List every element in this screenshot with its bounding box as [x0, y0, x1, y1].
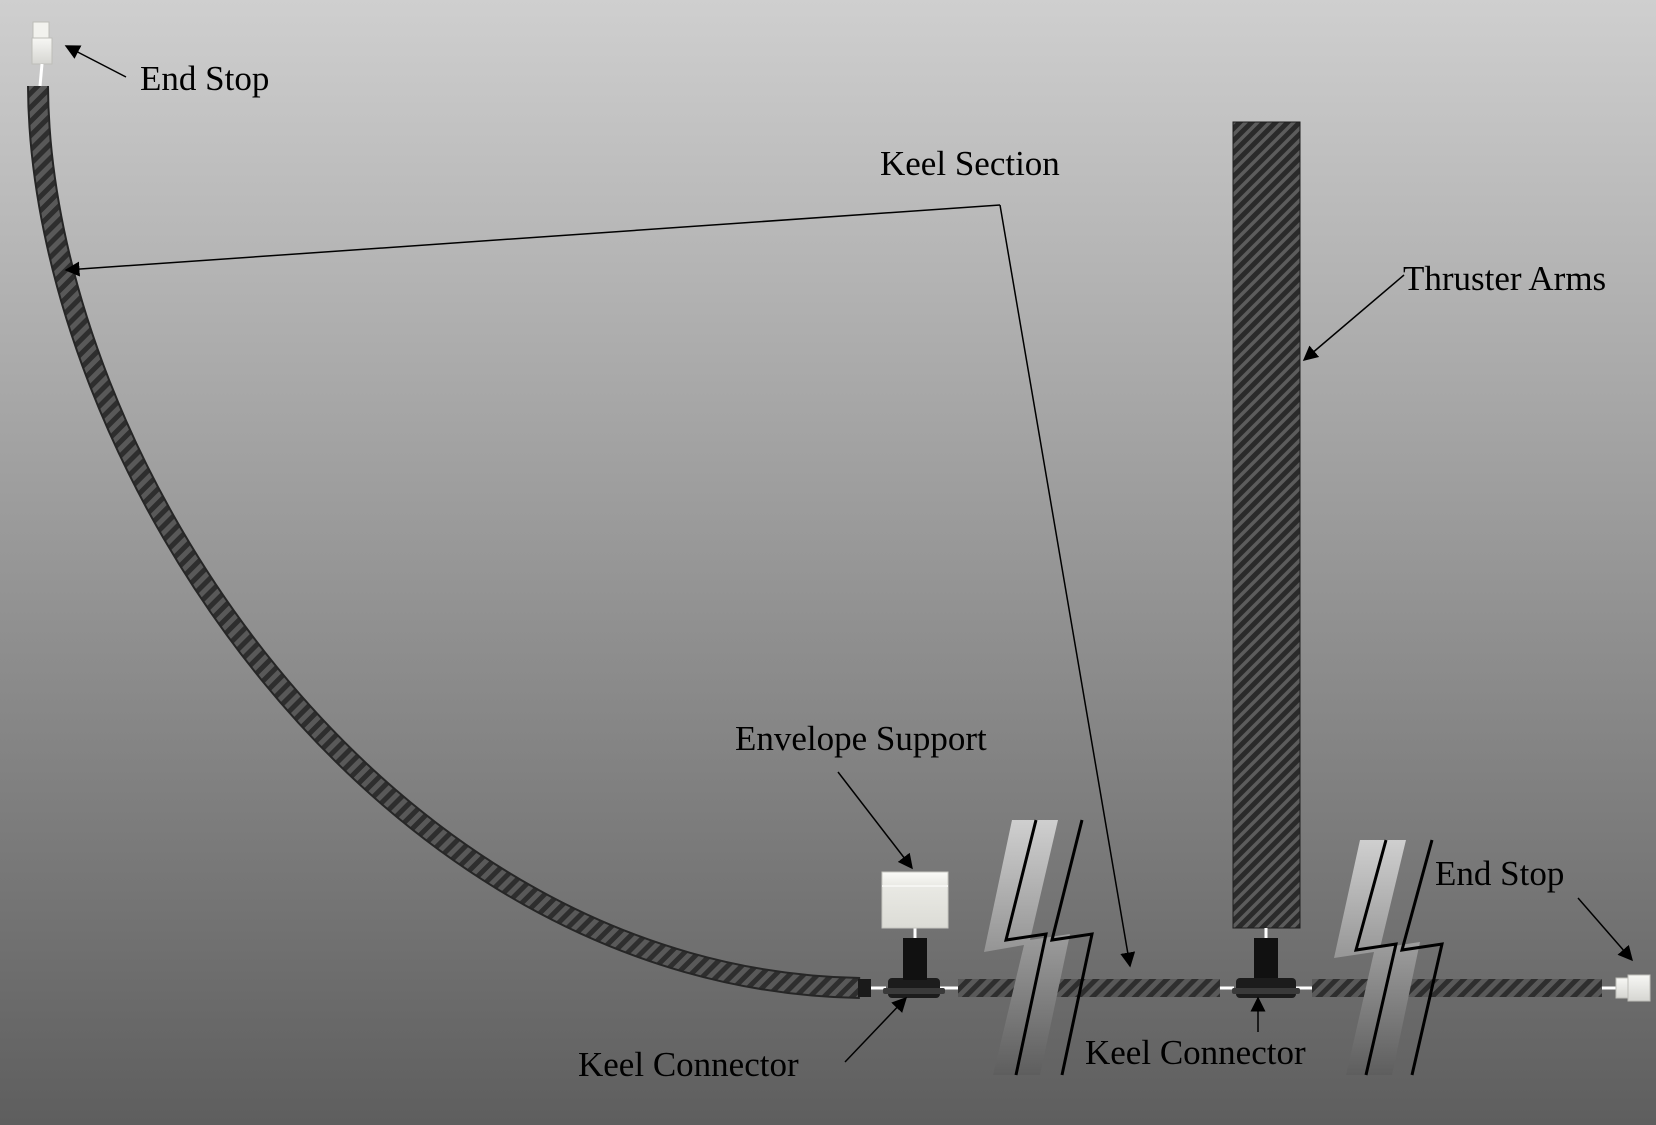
leader-keel-section-curve — [64, 204, 1001, 277]
labels: End Stop Keel Section Thruster Arms Enve… — [140, 59, 1606, 1084]
leader-envelope-support — [837, 771, 913, 870]
leader-keel-connector-left — [844, 996, 908, 1063]
leader-end-stop-right — [1577, 897, 1633, 962]
leader-lines — [64, 45, 1633, 1063]
label-keel-connector-left: Keel Connector — [578, 1045, 799, 1084]
label-thruster-arms: Thruster Arms — [1403, 259, 1606, 298]
break-symbol-left — [984, 819, 1094, 1076]
leader-end-stop-top — [64, 45, 127, 78]
curved-keel-section — [27, 85, 861, 999]
label-envelope-support: Envelope Support — [735, 719, 987, 758]
thruster-arm — [1232, 121, 1301, 929]
leader-thruster-arms — [1302, 274, 1405, 361]
end-stop-right — [1615, 974, 1651, 1002]
envelope-support — [881, 871, 949, 929]
label-keel-section: Keel Section — [880, 144, 1060, 183]
break-symbol-right — [1334, 839, 1444, 1076]
label-end-stop-right: End Stop — [1435, 854, 1564, 893]
end-stop-top — [31, 21, 53, 87]
keel-connector-right — [1232, 928, 1300, 998]
leader-keel-section-straight — [999, 204, 1136, 968]
label-keel-connector-right: Keel Connector — [1085, 1033, 1306, 1072]
label-end-stop-top: End Stop — [140, 59, 269, 98]
keel-connector-left — [883, 928, 945, 998]
